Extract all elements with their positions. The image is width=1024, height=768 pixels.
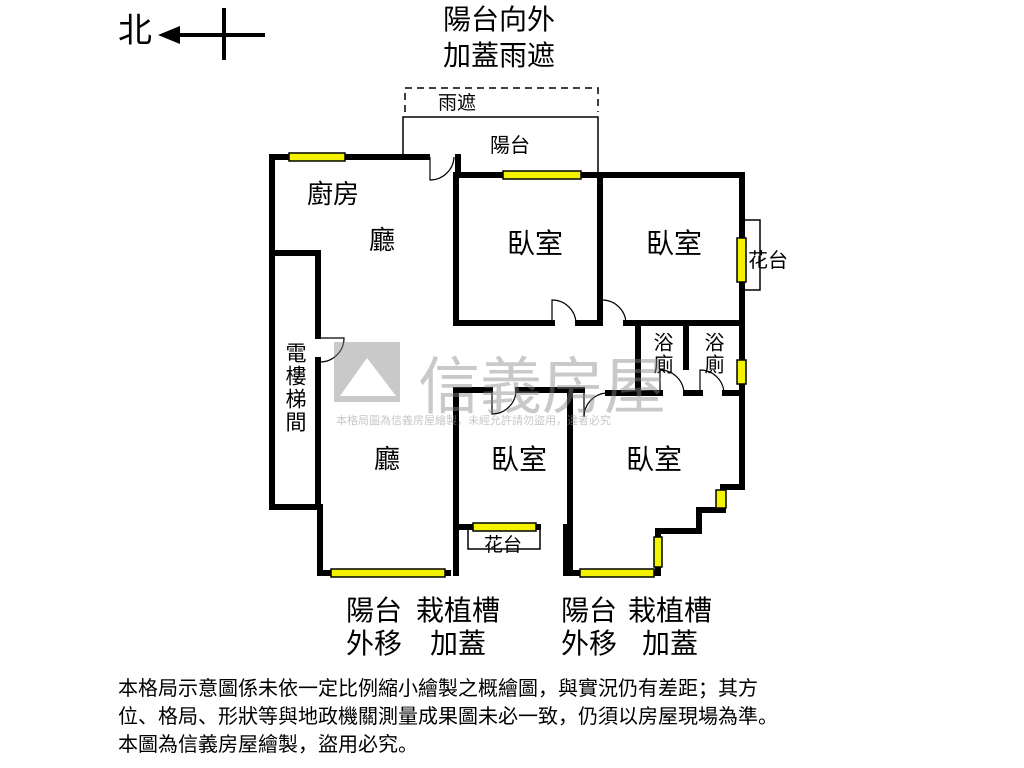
bathroom-2-label: 浴廁 <box>701 332 725 376</box>
planter-bottom-label: 花台 <box>484 534 523 556</box>
living-room-bottom-label: 廳 <box>374 445 401 475</box>
kitchen-label: 廚房 <box>307 180 360 210</box>
windows <box>288 152 747 578</box>
watermark-brand: 信義房屋 <box>418 350 667 423</box>
bedroom-top-right-label: 臥室 <box>646 227 703 260</box>
bottom-left-b-line1: 栽植槽 <box>416 594 501 627</box>
awning-outline <box>404 87 599 112</box>
north-label: 北 <box>118 11 152 51</box>
bedroom-bottom-middle-label: 臥室 <box>491 443 548 476</box>
living-room-top-label: 廳 <box>369 226 396 256</box>
bottom-left-a-line2: 外移 <box>346 627 403 660</box>
bottom-right-b-line1: 栽植槽 <box>628 594 713 627</box>
disclaimer-line2: 位、格局、形狀等與地政機關測量成果圖未必一致，仍須以房屋現場為準。 <box>118 704 778 728</box>
bedroom-top-middle-label: 臥室 <box>507 227 564 260</box>
compass-arrow-icon <box>158 8 265 60</box>
bottom-right-a-line2: 外移 <box>561 627 618 660</box>
awning-label: 雨遮 <box>438 92 477 114</box>
bottom-left-b-line2: 加蓋 <box>430 627 487 660</box>
bathroom-1-label: 浴廁 <box>650 332 674 376</box>
doors <box>318 156 725 418</box>
watermark-notice: 本格局圖為信義房屋繪製，未經允許請勿盜用，違者必究 <box>336 414 611 427</box>
disclaimer-line1: 本格局示意圖係未依一定比例縮小繪製之概繪圖，與實況仍有差距；其方 <box>118 676 758 700</box>
planter-right-label: 花台 <box>748 248 788 272</box>
bottom-right-a-line1: 陽台 <box>561 594 618 627</box>
elevator-stair-label: 電樓梯間 <box>283 342 307 434</box>
balcony-label: 陽台 <box>490 133 530 157</box>
bottom-right-b-line2: 加蓋 <box>642 627 699 660</box>
top-note-line2: 加蓋雨遮 <box>443 39 556 72</box>
disclaimer-line3: 本圖為信義房屋繪製，盜用必究。 <box>118 732 418 756</box>
bottom-left-a-line1: 陽台 <box>346 594 403 627</box>
top-note-line1: 陽台向外 <box>443 3 556 36</box>
bedroom-bottom-right-label: 臥室 <box>626 443 683 476</box>
watermark-logo-icon <box>334 342 400 402</box>
